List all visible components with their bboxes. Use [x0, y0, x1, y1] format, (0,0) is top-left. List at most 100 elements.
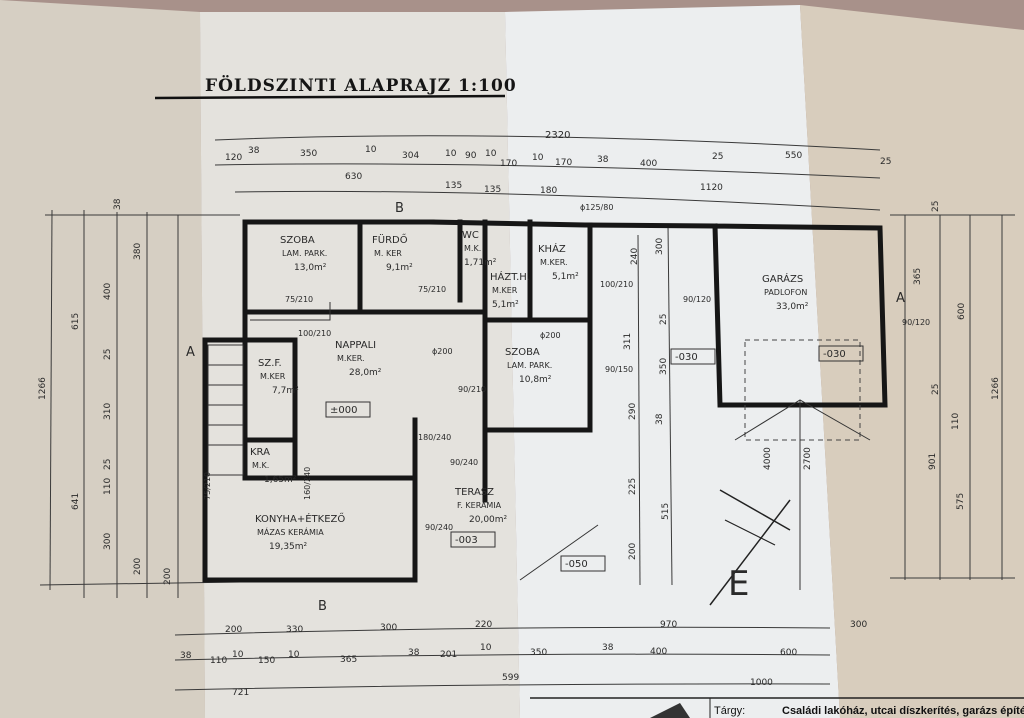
walls — [202, 219, 888, 583]
dimension-label: 225 — [628, 478, 638, 495]
dimension-label: 350 — [659, 358, 669, 375]
dimension-label: 721 — [232, 688, 249, 698]
room-area: 9,1m² — [386, 263, 413, 273]
opening-label: 160/240 — [303, 467, 312, 500]
dimension-label: 290 — [628, 403, 638, 420]
dimension-label: 10 — [288, 650, 300, 660]
dimension-label: 240 — [630, 248, 640, 265]
room-floor: M.KER. — [337, 354, 365, 363]
level-box — [670, 348, 716, 365]
room-floor: M.KER. — [540, 258, 568, 267]
level-box — [560, 555, 606, 572]
dimension-label: 515 — [661, 503, 671, 520]
dimension-label: 110 — [210, 656, 227, 666]
subject-label: Tárgy: — [714, 705, 745, 717]
dimension-label: 110 — [951, 413, 961, 430]
dimension-lines — [39, 135, 1015, 691]
room-floor: M.K. — [464, 244, 481, 253]
room-area: 1,65m² — [264, 475, 297, 485]
dimension-label: 200 — [628, 543, 638, 560]
level-box — [450, 531, 496, 548]
dimension-label: 350 — [300, 149, 317, 159]
opening-label: 90/120 — [683, 295, 711, 304]
section-mark-b-bottom: B — [318, 599, 327, 614]
room-name: HÁZT.H. — [490, 270, 530, 283]
section-mark-a-right: A — [896, 291, 905, 306]
room-area: 28,0m² — [349, 368, 382, 378]
room-area: 19,35m² — [269, 542, 308, 552]
dimension-label: 25 — [931, 384, 941, 395]
title-underline — [154, 94, 506, 100]
opening-label: 100/210 — [600, 280, 633, 289]
level-marks: ±000-003-050-030-030 — [325, 345, 864, 572]
dimension-label: 300 — [103, 533, 113, 550]
room-name: FÜRDŐ — [372, 232, 408, 246]
level-mark: -030 — [675, 352, 698, 363]
dimension-label: 400 — [640, 159, 657, 169]
dimension-label: 600 — [780, 648, 797, 658]
dimension-label: 110 — [103, 478, 113, 495]
dimension-label: 365 — [913, 268, 923, 285]
dimension-label: 170 — [500, 159, 517, 169]
dimension-label: 180 — [540, 186, 557, 196]
dimension-label: 304 — [402, 151, 419, 161]
dimension-label: 10 — [365, 145, 377, 155]
paper-panel-center-right — [505, 5, 840, 718]
dimension-label: 25 — [712, 152, 723, 162]
dimension-label: 641 — [71, 493, 81, 510]
dimension-label: 38 — [180, 651, 192, 661]
dimension-label: 901 — [928, 453, 938, 470]
room-name: WC — [462, 230, 479, 241]
dimension-label: 38 — [602, 643, 614, 653]
title-block: Tárgy: Családi lakóház, utcai díszkeríté… — [530, 697, 1024, 718]
north-arrow-icon: E — [709, 489, 791, 606]
opening-label: 90/150 — [605, 365, 633, 374]
dimension-label: 970 — [660, 620, 677, 630]
opening-label: 75/210 — [285, 295, 313, 304]
dimension-label: 400 — [103, 283, 113, 300]
dimension-label: 550 — [785, 151, 802, 161]
opening-label: ϕ125/80 — [580, 203, 613, 212]
room-name: SZOBA — [280, 235, 315, 246]
opening-label: ϕ200 — [540, 331, 561, 340]
room-floor: F. KERÁMIA — [457, 499, 502, 510]
opening-label: ϕ200 — [432, 347, 453, 356]
north-letter: E — [728, 564, 749, 604]
dimension-label: 150 — [258, 656, 275, 666]
dimension-label: 38 — [408, 648, 420, 658]
dimension-label: 135 — [484, 185, 501, 195]
dimension-label: 300 — [850, 620, 867, 630]
section-mark-a-left: A — [186, 345, 195, 360]
room-name: SZOBA — [505, 347, 540, 358]
room-floor: M.KER — [492, 286, 518, 295]
dimension-label: 38 — [597, 155, 609, 165]
opening-label: 90/120 — [902, 318, 930, 327]
opening-label: 90/240 — [425, 523, 453, 532]
staircase — [207, 344, 244, 476]
level-mark: -003 — [455, 535, 478, 546]
room-floor: LAM. PARK. — [282, 249, 327, 258]
level-mark: -050 — [565, 559, 588, 570]
dimension-label: 10 — [232, 650, 244, 660]
opening-label: 75/210 — [203, 472, 212, 500]
dimension-label: 2320 — [545, 130, 570, 141]
room-area: 7,7m² — [272, 386, 299, 396]
paper-panel-right — [800, 5, 1024, 718]
dimension-label: 1266 — [38, 377, 48, 400]
dimension-label: 90 — [465, 151, 477, 161]
dimension-label: 200 — [163, 568, 173, 585]
room-floor: M. KER — [374, 249, 402, 258]
garage-detail — [519, 339, 871, 590]
room-name: SZ.F. — [258, 358, 282, 369]
dimension-label: 200 — [225, 625, 242, 635]
dimension-label: 4000 — [763, 447, 773, 470]
dimension-label: 350 — [530, 648, 547, 658]
room-area: 20,00m² — [469, 515, 508, 525]
room-name: KONYHA+ÉTKEZŐ — [255, 511, 345, 525]
dimension-label: 220 — [475, 620, 492, 630]
room-floor: M.K. — [252, 461, 269, 470]
